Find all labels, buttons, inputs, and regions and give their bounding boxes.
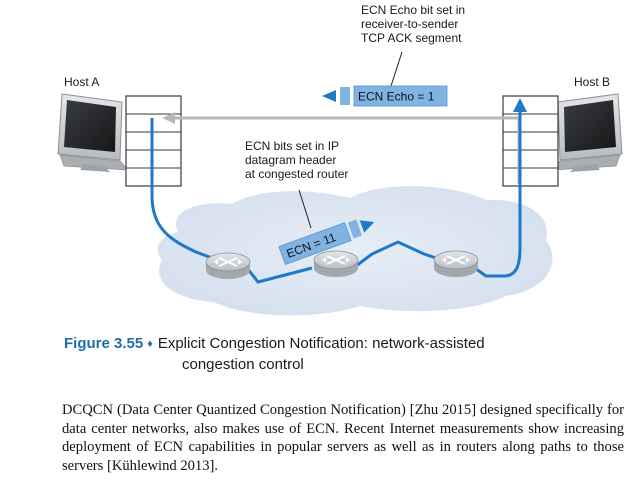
ecn-echo-callout-line-2: receiver-to-sender bbox=[361, 17, 459, 31]
ecn-bits-callout-line bbox=[298, 189, 312, 229]
router-icon bbox=[313, 250, 359, 277]
ecn-bits-callout-line-3: at congested router bbox=[245, 167, 349, 181]
router-icon bbox=[205, 252, 251, 279]
ecn-echo-callout-line-1: ECN Echo bit set in bbox=[361, 3, 466, 17]
figure-caption: Figure 3.55♦ Explicit Congestion Notifica… bbox=[64, 334, 604, 374]
caption-text-line-2: congestion control bbox=[182, 356, 304, 373]
ecn-diagram: ECN Echo = 1 ECN = 11 bbox=[57, 51, 623, 316]
diamond-icon: ♦ bbox=[147, 338, 153, 350]
ecn-echo-callout: ECN Echo bit set in receiver-to-sender T… bbox=[361, 3, 465, 45]
caption-text-line-1: Explicit Congestion Notification: networ… bbox=[157, 335, 485, 352]
host-a-computer-icon bbox=[57, 93, 129, 172]
host-b-protocol-stack-icon bbox=[502, 95, 559, 187]
network-cloud bbox=[157, 186, 553, 316]
data-forward-path bbox=[150, 98, 527, 284]
ecn-echo-packet-label: ECN Echo = 1 bbox=[358, 90, 435, 104]
figure-number: Figure 3.55 bbox=[64, 335, 144, 352]
ecn-bits-callout-line-1: ECN bits set in IP bbox=[245, 139, 340, 153]
body-paragraph: DCQCN (Data Center Quantized Congestion … bbox=[62, 402, 624, 474]
host-b-computer-icon bbox=[551, 93, 623, 172]
ecn-echo-callout-line-3: TCP ACK segment bbox=[361, 31, 462, 45]
router-icon bbox=[433, 250, 479, 277]
ecn-echo-packet: ECN Echo = 1 bbox=[322, 85, 448, 107]
ecn-bits-callout-line-2: datagram header bbox=[245, 153, 337, 167]
ecn-echo-callout-line bbox=[390, 51, 403, 87]
host-a-label: Host A bbox=[64, 75, 100, 89]
ecn-bits-callout: ECN bits set in IP datagram header at co… bbox=[245, 139, 348, 181]
host-b-label: Host B bbox=[574, 75, 611, 89]
